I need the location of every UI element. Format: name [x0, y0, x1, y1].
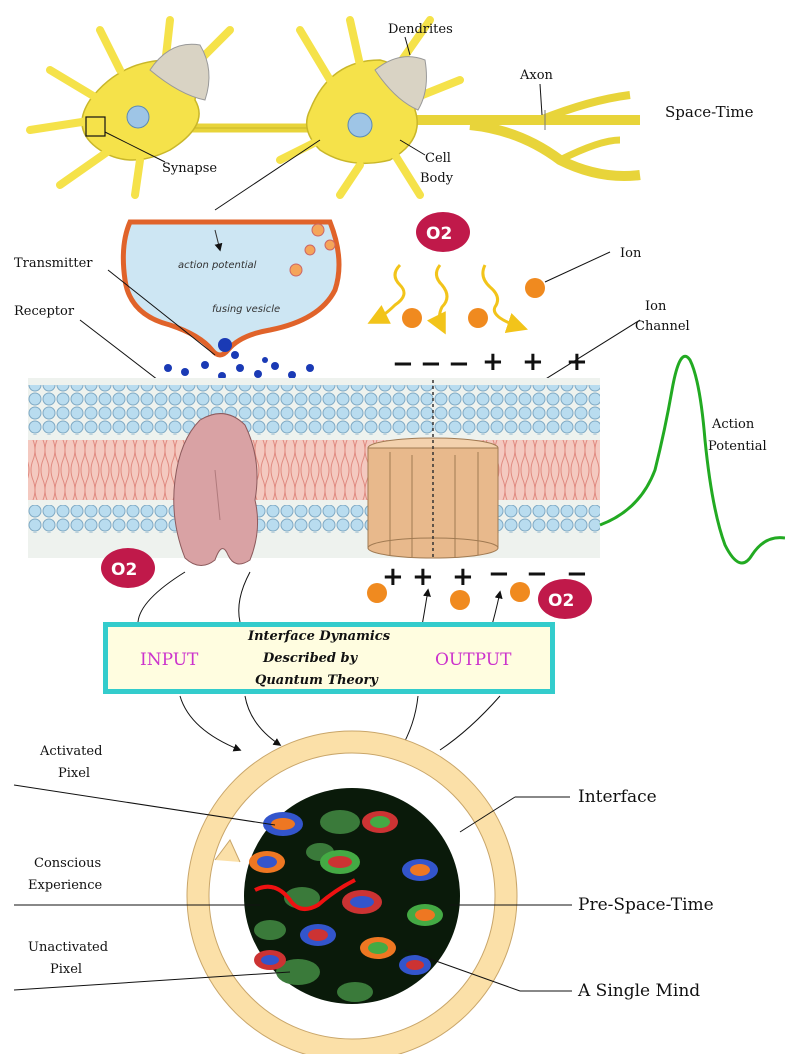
conscious-experience-label-2: Experience [28, 878, 103, 893]
neuron-illustration [30, 20, 640, 195]
cell-membrane [28, 378, 600, 558]
action-potential-label-2: Potential [708, 439, 767, 454]
activated-pixel-label-2: Pixel [58, 766, 90, 781]
ion-channel-label-1: Ion [645, 299, 667, 314]
action-potential-label-1: Action [711, 417, 755, 432]
o2-badge-right: O2 [538, 579, 592, 619]
svg-text:−: − [526, 559, 548, 589]
svg-text:−: − [488, 559, 510, 589]
activated-pixel-label-1: Activated [39, 744, 102, 759]
o2-badge-left: O2 [101, 548, 155, 588]
ions-top [402, 278, 545, 328]
dendrites-label: Dendrites [388, 22, 453, 37]
cell-label: Cell [425, 151, 451, 166]
space-time-label: Space-Time [665, 103, 754, 121]
ion-label: Ion [620, 246, 642, 261]
interface-title-line3: Quantum Theory [255, 673, 379, 688]
unactivated-pixel-label-1: Unactivated [28, 940, 108, 955]
unactivated-pixel-label-2: Pixel [50, 962, 82, 977]
body-label: Body [420, 171, 454, 186]
svg-text:O2: O2 [426, 224, 452, 244]
interface-dynamics-box: INPUT OUTPUT Interface Dynamics Describe… [103, 622, 555, 694]
output-label: OUTPUT [435, 650, 512, 670]
input-label: INPUT [140, 650, 199, 670]
oxygen-wavy-arrows [375, 265, 520, 327]
action-potential-inner-label: action potential [178, 260, 257, 271]
top-charges: − − − + + + [392, 347, 588, 379]
svg-text:−: − [392, 349, 414, 379]
fusing-vesicle-label: fusing vesicle [212, 304, 280, 315]
interface-title-line2: Described by [262, 651, 359, 666]
axon-label: Axon [519, 68, 554, 83]
conscious-experience-label-1: Conscious [34, 856, 101, 871]
mind-disk [187, 731, 517, 1054]
pre-space-time-label: Pre-Space-Time [578, 895, 714, 915]
interface-label: Interface [578, 787, 657, 807]
interface-title-line1: Interface Dynamics [247, 629, 391, 644]
svg-text:+: + [452, 562, 474, 592]
o2-badge-top: O2 [416, 212, 470, 252]
receptor-label: Receptor [14, 304, 75, 319]
svg-text:+: + [522, 347, 544, 377]
synaptic-terminal: action potential fusing vesicle [123, 222, 339, 380]
ion-channel-label-2: Channel [635, 319, 690, 334]
svg-text:+: + [482, 347, 504, 377]
svg-text:+: + [412, 562, 434, 592]
svg-text:−: − [420, 349, 442, 379]
svg-text:O2: O2 [548, 591, 574, 611]
svg-text:−: − [448, 349, 470, 379]
svg-text:+: + [566, 347, 588, 377]
synapse-label: Synapse [162, 161, 217, 176]
action-potential-curve [600, 356, 785, 563]
single-mind-label: A Single Mind [577, 981, 700, 1001]
svg-text:O2: O2 [111, 560, 137, 580]
transmitter-label: Transmitter [14, 256, 93, 271]
